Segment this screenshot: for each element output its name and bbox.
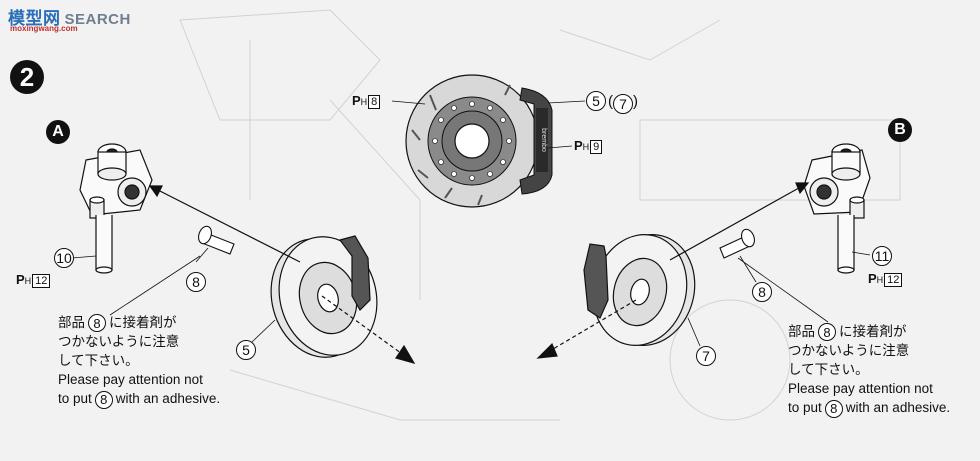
right-brake-disc (583, 234, 696, 346)
note-left-jp-line2: つかないように注意 (58, 334, 180, 350)
part-number-center-disc: 5 (586, 91, 606, 111)
part-number-left-bolt: 8 (186, 272, 206, 292)
note-left-jp-line3: して下さい。 (58, 353, 139, 369)
watermark-cn: 模型网 (8, 9, 61, 28)
left-bolt (198, 225, 235, 255)
note-right-jp-line2: つかないように注意 (788, 343, 910, 359)
caliper-logo: brembo (540, 128, 547, 152)
part-alt-center: (7) (608, 93, 638, 114)
part-number-left-knuckle: 10 (54, 248, 74, 268)
left-brake-disc (270, 235, 378, 358)
right-bolt (719, 228, 755, 259)
background-sketch (179, 9, 901, 421)
center-brake-disc: brembo (405, 74, 553, 208)
note-right-jp-line3: して下さい。 (788, 362, 869, 378)
part-number-right-bolt: 8 (752, 282, 772, 302)
part-number-right-knuckle: 11 (872, 246, 892, 266)
part-number-right-disc: 7 (696, 346, 716, 366)
note-right-en-line1: Please pay attention not (788, 381, 933, 397)
step-number-badge: 2 (10, 60, 44, 94)
part-number-left-disc: 5 (236, 340, 256, 360)
watermark-en: SEARCH (64, 11, 131, 28)
watermark-url: moxingwang.com (10, 24, 78, 33)
left-knuckle (79, 143, 153, 274)
view-a-badge: A (46, 120, 70, 144)
part-number-center-alt: 7 (613, 94, 633, 114)
note-left-en-line1: Please pay attention not (58, 372, 203, 388)
view-b-badge: B (888, 118, 912, 142)
